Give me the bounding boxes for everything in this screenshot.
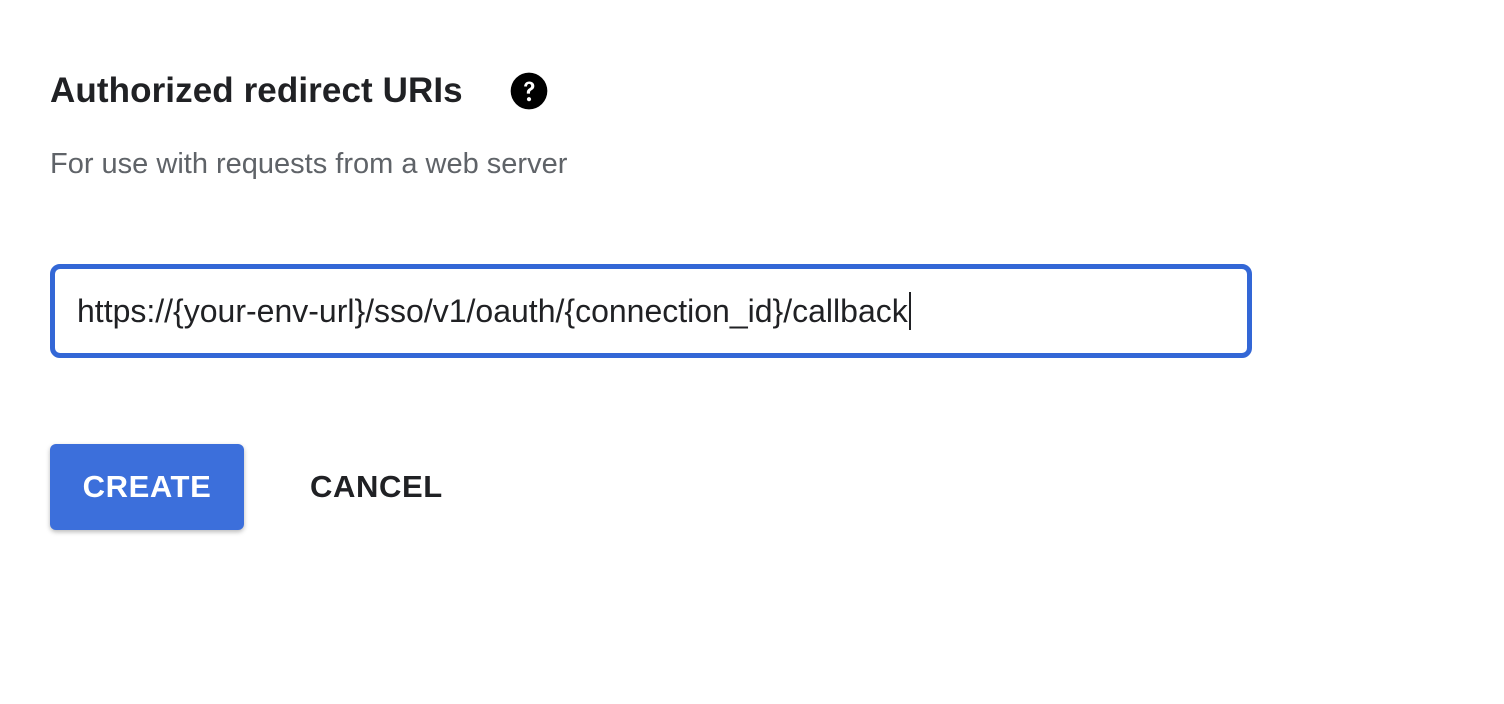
create-button[interactable]: CREATE [50, 444, 244, 530]
redirect-uris-section: Authorized redirect URIs For use with re… [50, 0, 1350, 704]
form-actions: CREATE CANCEL [50, 444, 465, 530]
cancel-button[interactable]: CANCEL [288, 444, 465, 530]
text-cursor [908, 292, 911, 330]
redirect-uri-field[interactable]: https://{your-env-url}/sso/v1/oauth/{con… [50, 264, 1252, 358]
redirect-uri-input[interactable]: https://{your-env-url}/sso/v1/oauth/{con… [77, 292, 908, 329]
section-heading: Authorized redirect URIs [50, 71, 463, 110]
section-subtitle: For use with requests from a web server [50, 148, 568, 180]
heading-row: Authorized redirect URIs [50, 68, 549, 114]
help-icon[interactable] [509, 71, 549, 111]
